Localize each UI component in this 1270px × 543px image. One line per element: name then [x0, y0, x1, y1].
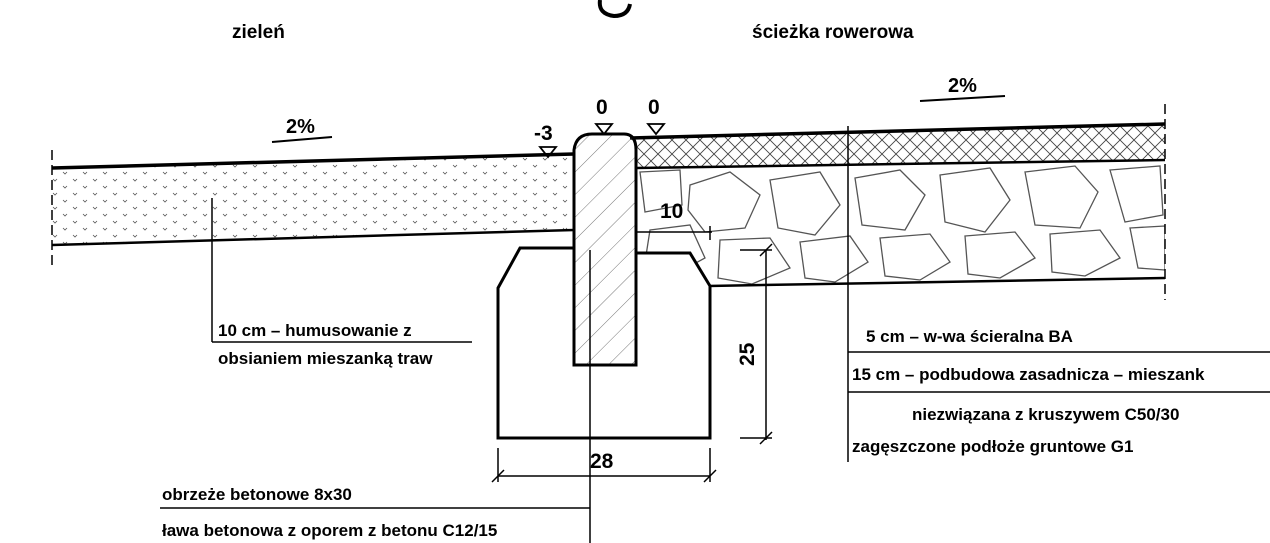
dimension-height: 25 [736, 243, 773, 445]
curb-label: obrzeże betonowe 8x30 [162, 485, 352, 504]
bench-label: ława betonowa z oporem z betonu C12/15 [162, 521, 497, 540]
aggregate-outline [707, 104, 1166, 300]
dimension-offset: 10 [636, 200, 712, 240]
topsoil-label-line2: obsianiem mieszanką traw [218, 349, 433, 368]
topsoil-leader: 10 cm – humusowanie z obsianiem mieszank… [211, 198, 472, 368]
aggregate-base-layer [639, 165, 1165, 285]
asphalt-layer [629, 122, 1166, 170]
slope-indicator-right: 2% [919, 75, 1006, 102]
path-wearing-label: 5 cm – w-wa ścieralna BA [866, 327, 1073, 346]
path-base-label: 15 cm – podbudowa zasadnicza – mieszank [852, 365, 1205, 384]
slope-indicator-left: 2% [271, 116, 333, 143]
concrete-curb [572, 132, 638, 367]
dimension-width-label: 28 [590, 450, 614, 473]
topsoil-layer [51, 150, 575, 268]
elevation-marker-path: 0 [646, 96, 666, 136]
path-base-cont-label: niezwiązana z kruszywem C50/30 [912, 405, 1179, 424]
topsoil-label-line1: 10 cm – humusowanie z [218, 321, 412, 340]
elevation-marker-curb: 0 [594, 96, 614, 136]
dimension-width: 28 [491, 448, 717, 483]
elevation-curb-label: 0 [596, 96, 608, 119]
slope-left-label: 2% [286, 116, 315, 138]
heading-bike-path: ścieżka rowerowa [752, 22, 914, 43]
elevation-grass-label: -3 [534, 122, 553, 145]
curb-bench-leader: obrzeże betonowe 8x30 ława betonowa z op… [160, 250, 591, 543]
path-layers-leader: 5 cm – w-wa ścieralna BA 15 cm – podbudo… [847, 126, 1270, 462]
dimension-offset-label: 10 [660, 200, 683, 223]
path-subgrade-label: zagęszczone podłoże gruntowe G1 [852, 437, 1133, 456]
elevation-path-label: 0 [648, 96, 660, 119]
slope-right-label: 2% [948, 75, 977, 97]
dimension-height-label: 25 [736, 342, 759, 366]
elevation-marker-grass: -3 [534, 122, 558, 159]
heading-green-area: zieleń [232, 22, 285, 43]
title-fragment [597, 0, 632, 19]
